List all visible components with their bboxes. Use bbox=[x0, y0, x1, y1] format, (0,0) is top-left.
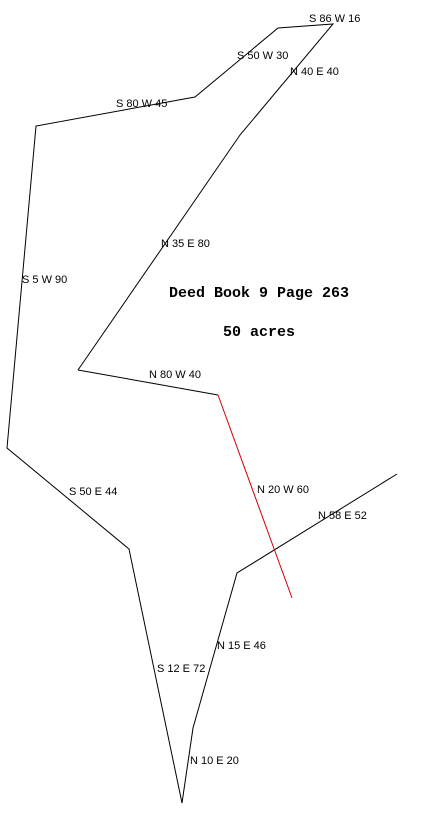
call-label-s50e44: S 50 E 44 bbox=[69, 486, 117, 498]
call-label-s50w30: S 50 W 30 bbox=[237, 50, 288, 62]
call-label-n35e80: N 35 E 80 bbox=[161, 238, 210, 250]
call-label-n58e52: N 58 E 52 bbox=[318, 510, 367, 522]
call-label-n80w40: N 80 W 40 bbox=[149, 369, 201, 381]
acreage-label: 50 acres bbox=[223, 324, 295, 341]
call-label-n20w60: N 20 W 60 bbox=[257, 484, 309, 496]
call-label-s5w90: S 5 W 90 bbox=[22, 274, 67, 286]
call-label-n15e46: N 15 E 46 bbox=[217, 640, 266, 652]
deed-title: Deed Book 9 Page 263 bbox=[169, 285, 349, 302]
adjoiner-line-n20w60 bbox=[217, 394, 293, 599]
call-label-s80w45: S 80 W 45 bbox=[116, 98, 167, 110]
call-label-s86w16: S 86 W 16 bbox=[309, 13, 360, 25]
call-label-n40e40: N 40 E 40 bbox=[290, 66, 339, 78]
call-label-n10e20: N 10 E 20 bbox=[190, 755, 239, 767]
call-label-s12e72: S 12 E 72 bbox=[157, 663, 205, 675]
boundary-segment-n80w40 bbox=[77, 369, 219, 396]
tract-boundary bbox=[6, 23, 398, 804]
